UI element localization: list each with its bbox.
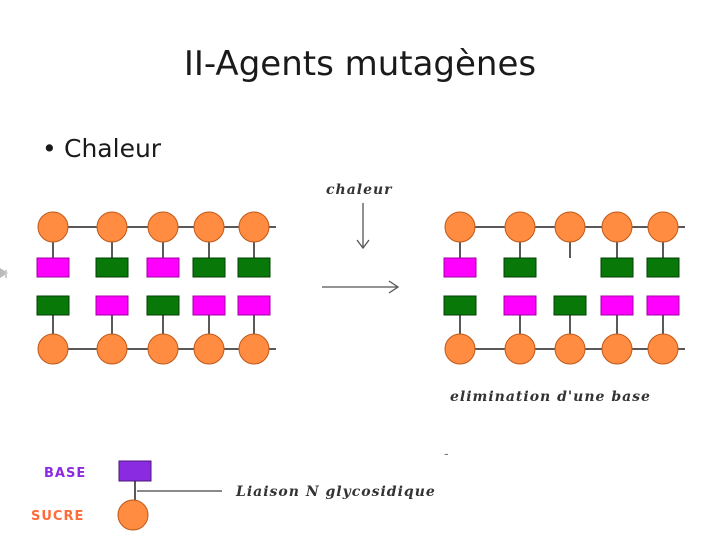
bottom-sugar: [147, 333, 179, 365]
bottom-base: [146, 295, 180, 316]
bottom-base: [237, 295, 271, 316]
top-sugar: [37, 211, 69, 243]
top-base: [646, 257, 680, 278]
bottom-sugar: [37, 333, 69, 365]
slide-title: II-Agents mutagènes: [183, 44, 537, 84]
bottom-base: [646, 295, 680, 316]
top-sugar: [554, 211, 586, 243]
bottom-base: [36, 295, 70, 316]
top-sugar: [193, 211, 225, 243]
top-base: [443, 257, 477, 278]
reaction-arrow-head: [388, 280, 400, 294]
edge-marker-icon: [0, 268, 8, 278]
top-base: [600, 257, 634, 278]
top-base: [503, 257, 537, 278]
top-base: [192, 257, 226, 278]
bottom-sugar: [554, 333, 586, 365]
bottom-base: [600, 295, 634, 316]
bottom-sugar: [504, 333, 536, 365]
bottom-sugar: [96, 333, 128, 365]
bottom-base: [553, 295, 587, 316]
legend: BASE SUCRE Liaison N glycosidique: [31, 460, 436, 531]
bottom-base: [503, 295, 537, 316]
dna-before-heat: [36, 211, 276, 365]
stray-mark: -: [444, 447, 449, 462]
bullet-item: •Chaleur: [42, 134, 161, 163]
top-base: [146, 257, 180, 278]
legend-base-label: BASE: [44, 466, 86, 481]
legend-sugar-label: SUCRE: [31, 509, 84, 524]
bottom-base: [443, 295, 477, 316]
bottom-sugar: [647, 333, 679, 365]
top-sugar: [504, 211, 536, 243]
bottom-sugar: [601, 333, 633, 365]
top-sugar: [147, 211, 179, 243]
bottom-base: [95, 295, 129, 316]
legend-bond-label: Liaison N glycosidique: [235, 484, 436, 500]
top-base: [36, 257, 70, 278]
top-sugar: [96, 211, 128, 243]
bottom-sugar: [238, 333, 270, 365]
top-sugar: [601, 211, 633, 243]
bottom-base: [192, 295, 226, 316]
bullet-text: Chaleur: [64, 134, 162, 163]
legend-base-swatch: [118, 460, 152, 482]
top-base: [95, 257, 129, 278]
heat-label: chaleur: [326, 182, 393, 198]
heat-arrow-head: [356, 239, 370, 250]
bottom-sugar: [193, 333, 225, 365]
dna-after-heat: [443, 211, 685, 365]
elimination-label: elimination d'une base: [450, 389, 651, 405]
top-sugar: [238, 211, 270, 243]
top-sugar: [444, 211, 476, 243]
legend-sugar-circle: [117, 499, 149, 531]
bottom-sugar: [444, 333, 476, 365]
top-sugar: [647, 211, 679, 243]
top-base: [237, 257, 271, 278]
bullet-dot: •: [42, 134, 57, 163]
